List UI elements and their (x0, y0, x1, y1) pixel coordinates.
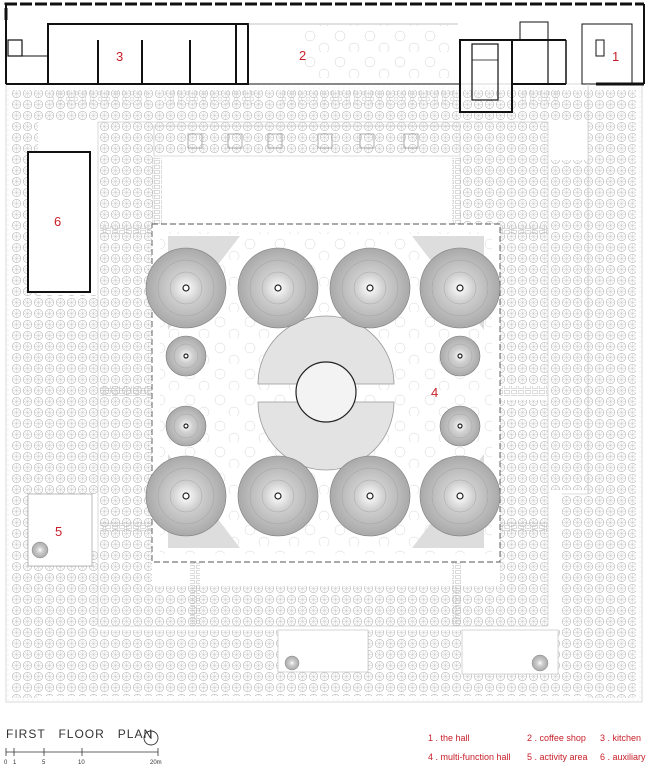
legend-item-kitchen: 3 . kitchen (600, 733, 642, 743)
bottom-pads (277, 629, 559, 675)
scale-label: 0 (4, 760, 8, 766)
legend-item-multi-function-hall: 4 . multi-function hall (428, 752, 511, 762)
auxiliary-room (27, 151, 91, 293)
benches (100, 133, 548, 626)
seating-strips (52, 90, 560, 104)
main-building (4, 2, 645, 113)
scale-label: 20m (150, 760, 162, 766)
legend-item-coffee-shop: 2 . coffee shop (527, 733, 586, 743)
room-number-5: 5 (55, 524, 62, 539)
room-number-labels: 1 2 3 4 5 6 (54, 48, 619, 539)
scale-label: 1 (13, 760, 17, 766)
room-number-4: 4 (431, 385, 438, 400)
legend-item-activity-area: 5 . activity area (527, 752, 588, 762)
east-wing-outline (562, 84, 589, 495)
coffee-shop-tables (300, 24, 450, 80)
north-arrow-icon (143, 730, 159, 746)
room-number-1: 1 (612, 49, 619, 64)
scale-label: 5 (42, 760, 46, 766)
room-number-6: 6 (54, 214, 61, 229)
canopy-umbrellas (145, 247, 501, 537)
scale-label: 10 (78, 760, 85, 766)
legend-item-auxiliary: 6 . auxiliary (600, 752, 646, 762)
room-number-2: 2 (299, 48, 306, 63)
scale-bar (5, 748, 159, 756)
legend-item-the-hall: 1 . the hall (428, 733, 470, 743)
drawing-title: FIRST FLOOR PLAN (6, 727, 154, 741)
activity-area (27, 493, 93, 567)
room-number-3: 3 (116, 49, 123, 64)
